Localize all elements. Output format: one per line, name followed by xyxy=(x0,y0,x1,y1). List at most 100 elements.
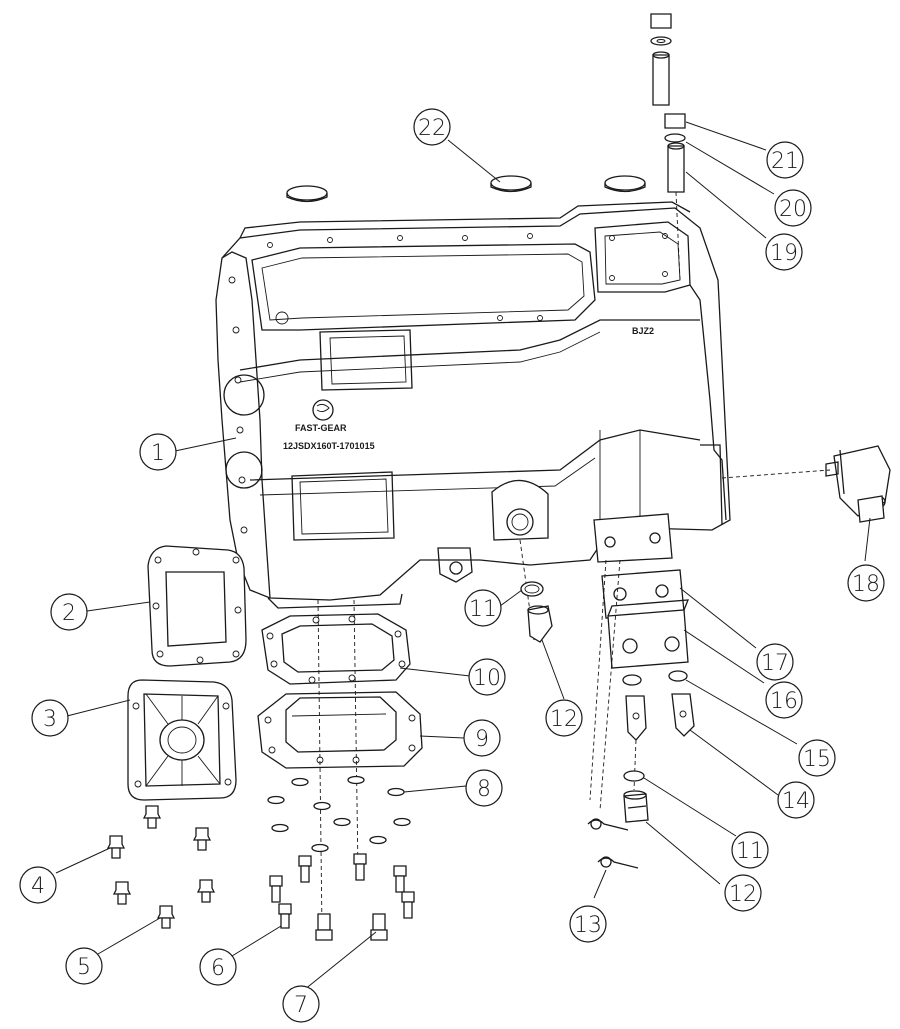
bolt xyxy=(192,827,212,851)
callout-circle xyxy=(777,781,815,819)
callout-number: 5 xyxy=(77,955,91,980)
bolt xyxy=(106,835,126,859)
bolt xyxy=(142,805,162,829)
bolt xyxy=(269,875,283,903)
callout-number: 10 xyxy=(473,666,501,691)
callout-circle xyxy=(464,589,502,627)
callout-number: 20 xyxy=(779,197,807,222)
callout-number: 2 xyxy=(62,601,76,626)
callout-circle xyxy=(847,564,885,602)
centerline xyxy=(353,599,359,871)
top-rim-holes xyxy=(267,233,668,325)
callout-c16: 16 xyxy=(765,681,803,719)
callout-circle xyxy=(756,643,794,681)
callout-circle xyxy=(19,866,57,904)
callout-circle xyxy=(463,719,501,757)
callout-number: 6 xyxy=(211,956,225,981)
bolt xyxy=(156,905,176,929)
left-flange-holes xyxy=(223,276,265,534)
callout-circle xyxy=(765,681,803,719)
callout-circle xyxy=(465,769,503,807)
bracket-washers xyxy=(622,670,688,686)
callout-circle xyxy=(766,141,804,179)
bolt xyxy=(401,891,415,919)
callout-c12a: 12 xyxy=(545,699,583,737)
callout-c8: 8 xyxy=(465,769,503,807)
callout-circle xyxy=(774,189,812,227)
top-cover-plugs xyxy=(286,175,646,203)
callout-circle xyxy=(798,739,836,777)
callout-c19: 19 xyxy=(765,233,803,271)
pto-gasket xyxy=(147,545,247,667)
callout-number: 21 xyxy=(771,149,799,174)
callout-circle xyxy=(569,905,607,943)
bolt xyxy=(393,865,407,893)
callout-circle xyxy=(139,433,177,471)
callout-c9: 9 xyxy=(463,719,501,757)
callout-number: 15 xyxy=(803,747,831,772)
callout-c17: 17 xyxy=(756,643,794,681)
housing-logo xyxy=(312,399,334,421)
callout-circle xyxy=(199,948,237,986)
bottom-cover xyxy=(257,691,423,769)
callout-circle xyxy=(413,108,451,146)
lower-seal-and-plug xyxy=(623,770,649,823)
callout-circle xyxy=(765,233,803,271)
callout-c12b: 12 xyxy=(724,874,762,912)
bolt xyxy=(353,853,367,881)
callout-circle xyxy=(282,985,320,1023)
callout-number: 3 xyxy=(43,707,57,732)
bolt xyxy=(278,903,292,929)
cover-bolts-left xyxy=(106,805,216,929)
callout-number: 19 xyxy=(770,241,798,266)
callout-number: 12 xyxy=(729,882,757,907)
callout-number: 11 xyxy=(736,839,764,864)
callout-c1: 1 xyxy=(139,433,177,471)
callout-number: 17 xyxy=(761,651,789,676)
callout-number: 11 xyxy=(469,597,497,622)
callout-number: 16 xyxy=(770,689,798,714)
washers xyxy=(267,775,411,853)
top-stud-assembly xyxy=(650,13,686,281)
callout-c18: 18 xyxy=(847,564,885,602)
callout-c20: 20 xyxy=(774,189,812,227)
callout-c4: 4 xyxy=(19,866,57,904)
bolt xyxy=(298,855,312,883)
housing-mark-text: BJZ2 xyxy=(632,326,654,336)
bolt xyxy=(196,879,216,903)
retaining-clips xyxy=(587,818,639,869)
callout-circle xyxy=(468,658,506,696)
callout-number: 13 xyxy=(574,913,602,938)
callout-c3: 3 xyxy=(31,699,69,737)
callout-c2: 2 xyxy=(50,593,88,631)
housing-brand-text: FAST-GEAR xyxy=(295,423,347,433)
callout-number: 22 xyxy=(418,116,446,141)
callout-c15: 15 xyxy=(798,739,836,777)
callout-circle xyxy=(31,699,69,737)
centerline xyxy=(317,599,323,931)
bracket-fittings xyxy=(625,693,695,741)
callout-circle xyxy=(731,831,769,869)
callout-c6: 6 xyxy=(199,948,237,986)
callout-c21: 21 xyxy=(766,141,804,179)
callout-circle xyxy=(65,947,103,985)
bracket-block xyxy=(607,599,689,669)
cover-bolts-bottom xyxy=(269,853,415,941)
upper-seal-and-plug xyxy=(520,581,553,643)
callout-number: 1 xyxy=(151,441,165,466)
housing-part-code-text: 12JSDX160T-1701015 xyxy=(283,441,375,451)
callout-c10: 10 xyxy=(468,658,506,696)
callout-c11a: 11 xyxy=(464,589,502,627)
bolt xyxy=(315,913,333,941)
pto-cover-plate xyxy=(127,679,237,801)
callout-c5: 5 xyxy=(65,947,103,985)
callout-number: 8 xyxy=(477,777,491,802)
callout-c7: 7 xyxy=(282,985,320,1023)
callout-number: 12 xyxy=(550,707,578,732)
callout-number: 4 xyxy=(31,874,45,899)
bolt xyxy=(112,881,132,905)
side-switch-assembly xyxy=(721,445,891,523)
callout-number: 14 xyxy=(782,789,810,814)
callout-circle xyxy=(545,699,583,737)
